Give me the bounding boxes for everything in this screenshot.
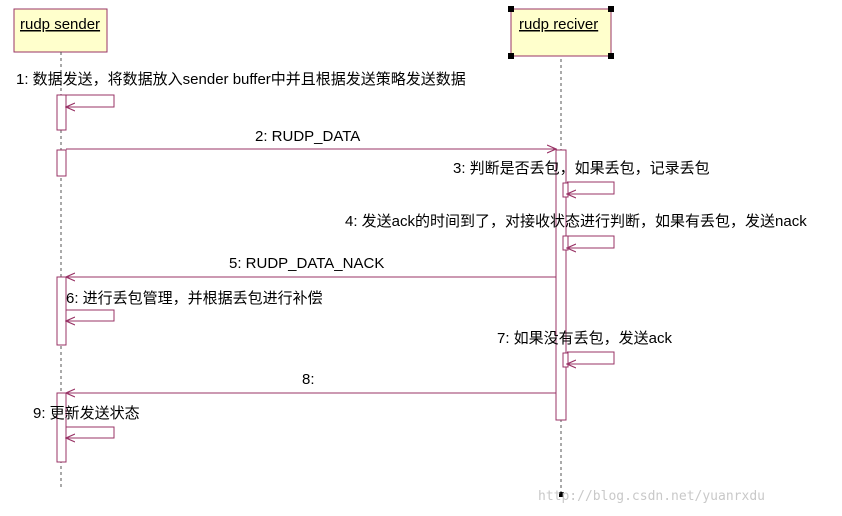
message-6-label: 6: 进行丢包管理，并根据丢包进行补偿 <box>66 290 323 307</box>
participant-sender-label: rudp sender <box>20 16 100 33</box>
selection-handle[interactable] <box>508 53 514 59</box>
watermark: http://blog.csdn.net/yuanrxdu <box>538 489 765 504</box>
message-3-arrow[interactable] <box>567 181 615 194</box>
activation-bar[interactable] <box>56 94 67 131</box>
message-5-label: 5: RUDP_DATA_NACK <box>229 255 384 272</box>
activation-bar[interactable] <box>562 352 569 368</box>
message-9-arrow[interactable] <box>66 426 115 438</box>
selection-handle[interactable] <box>608 6 614 12</box>
message-1-arrow[interactable] <box>66 94 115 107</box>
activation-bar[interactable] <box>56 149 67 177</box>
message-1-label: 1: 数据发送，将数据放入sender buffer中并且根据发送策略发送数据 <box>16 71 466 88</box>
message-4-arrow[interactable] <box>567 235 615 248</box>
message-7-label: 7: 如果没有丢包，发送ack <box>497 330 673 347</box>
message-9-label: 9: 更新发送状态 <box>33 405 140 422</box>
message-4-label: 4: 发送ack的时间到了，对接收状态进行判断，如果有丢包，发送nack <box>345 213 807 230</box>
activation-bar[interactable] <box>555 149 567 421</box>
activation-bar[interactable] <box>562 235 569 251</box>
participant-receiver-label: rudp reciver <box>519 16 598 33</box>
message-3-label: 3: 判断是否丢包，如果丢包，记录丢包 <box>453 160 710 177</box>
activation-bar[interactable] <box>56 392 67 463</box>
selection-handle[interactable] <box>559 492 564 497</box>
participant-receiver[interactable]: rudp reciver <box>508 6 614 59</box>
selection-handle[interactable] <box>508 6 514 12</box>
activation-bar[interactable] <box>56 276 67 346</box>
participant-sender[interactable]: rudp sender <box>13 8 108 53</box>
message-6-arrow[interactable] <box>66 309 115 321</box>
activation-bar[interactable] <box>562 182 569 198</box>
message-8-label: 8: <box>302 371 315 388</box>
message-2-label: 2: RUDP_DATA <box>255 128 360 145</box>
selection-handle[interactable] <box>608 53 614 59</box>
message-7-arrow[interactable] <box>567 351 615 364</box>
